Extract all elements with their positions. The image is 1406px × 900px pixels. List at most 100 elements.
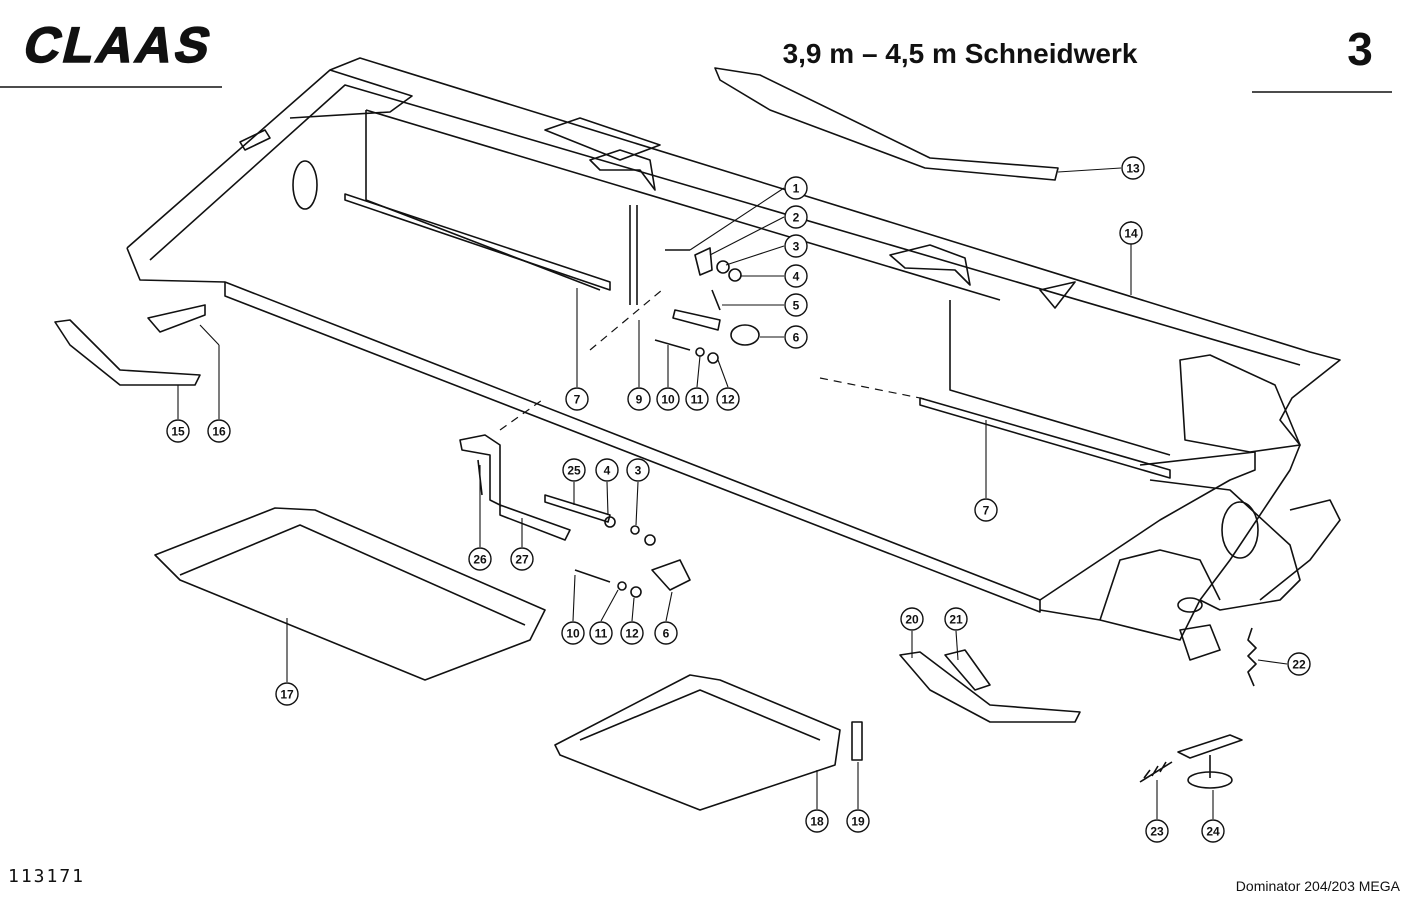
callout-circle — [1119, 221, 1143, 245]
callout-circle — [620, 621, 644, 645]
callout-9: 9 — [627, 387, 651, 411]
callout-7: 7 — [565, 387, 589, 411]
callout-label: 11 — [691, 393, 704, 407]
callout-circle — [627, 387, 651, 411]
callout-label: 1 — [793, 182, 800, 196]
callout-label: 11 — [595, 627, 608, 641]
page-number: 3 — [1347, 23, 1373, 75]
callout-label: 19 — [851, 815, 865, 829]
callout-6: 6 — [654, 621, 678, 645]
callout-label: 2 — [793, 211, 800, 225]
callout-23: 23 — [1145, 819, 1169, 843]
callout-circle — [565, 387, 589, 411]
part-15-skid-left — [54, 319, 201, 386]
header-frame — [126, 57, 1341, 661]
callout-label: 22 — [1292, 658, 1306, 672]
callout-circle — [562, 458, 586, 482]
callout-label: 12 — [721, 393, 735, 407]
callout-5: 5 — [784, 293, 808, 317]
callout-circle — [595, 458, 619, 482]
callout-25: 25 — [562, 458, 586, 482]
callout-6: 6 — [784, 325, 808, 349]
callout-12: 12 — [620, 621, 644, 645]
callout-circle — [166, 419, 190, 443]
part-19-strap — [851, 721, 863, 761]
callout-label: 4 — [604, 464, 611, 478]
callout-21: 21 — [944, 607, 968, 631]
callout-13: 13 — [1121, 156, 1145, 180]
hardware-cluster-lower — [459, 434, 691, 598]
callout-label: 24 — [1206, 825, 1220, 839]
callout-label: 13 — [1126, 162, 1140, 176]
callout-label: 15 — [171, 425, 185, 439]
callout-label: 20 — [905, 613, 919, 627]
callout-20: 20 — [900, 607, 924, 631]
callout-7: 7 — [974, 498, 998, 522]
callout-label: 5 — [793, 299, 800, 313]
callout-circle — [805, 809, 829, 833]
callout-3: 3 — [626, 458, 650, 482]
callout-circle — [656, 387, 680, 411]
callout-12: 12 — [716, 387, 740, 411]
callout-label: 6 — [663, 627, 670, 641]
callout-circle — [685, 387, 709, 411]
callout-circle — [784, 176, 808, 200]
callout-label: 14 — [1124, 227, 1138, 241]
callout-10: 10 — [561, 621, 585, 645]
callout-label: 25 — [567, 464, 581, 478]
logo-lettering: CLAAS — [18, 18, 219, 70]
callout-circle — [784, 264, 808, 288]
callout-circle — [468, 547, 492, 571]
callout-2: 2 — [784, 205, 808, 229]
hardware-cluster-upper — [654, 247, 760, 364]
callout-19: 19 — [846, 809, 870, 833]
leader-lines — [177, 167, 1288, 819]
callout-label: 21 — [949, 613, 963, 627]
part-16-bracket-left — [147, 304, 206, 333]
callout-17: 17 — [275, 682, 299, 706]
callout-14: 14 — [1119, 221, 1143, 245]
callout-label: 17 — [280, 688, 294, 702]
callout-4: 4 — [784, 264, 808, 288]
callout-15: 15 — [166, 419, 190, 443]
callout-circle — [654, 621, 678, 645]
page-title: 3,9 m – 4,5 m Schneidwerk — [782, 38, 1138, 69]
part-23-spring-bolt — [1139, 761, 1173, 783]
callout-circle — [1145, 819, 1169, 843]
callout-circle — [561, 621, 585, 645]
callout-label: 7 — [574, 393, 581, 407]
callout-label: 3 — [635, 464, 642, 478]
part-13-cover-strip — [714, 67, 1059, 181]
callout-label: 10 — [566, 627, 580, 641]
callout-24: 24 — [1201, 819, 1225, 843]
callout-label: 9 — [636, 393, 643, 407]
drawing-number: 113171 — [8, 866, 86, 887]
callout-label: 27 — [515, 553, 529, 567]
callout-10: 10 — [656, 387, 680, 411]
callout-circle — [846, 809, 870, 833]
callout-circle — [207, 419, 231, 443]
callout-label: 18 — [810, 815, 824, 829]
callout-circle — [1201, 819, 1225, 843]
callout-circle — [784, 325, 808, 349]
callout-4: 4 — [595, 458, 619, 482]
part-20-skid-right — [899, 651, 1081, 723]
callout-circle — [1287, 652, 1311, 676]
part-24-support-foot — [1177, 734, 1243, 789]
part-21-bracket-right — [944, 649, 991, 691]
callout-circle — [944, 607, 968, 631]
callout-circle — [784, 293, 808, 317]
callout-circle — [626, 458, 650, 482]
callout-label: 3 — [793, 240, 800, 254]
callout-label: 23 — [1150, 825, 1164, 839]
callout-circle — [510, 547, 534, 571]
callout-label: 16 — [212, 425, 226, 439]
callout-18: 18 — [805, 809, 829, 833]
callout-1: 1 — [784, 176, 808, 200]
callout-label: 4 — [793, 270, 800, 284]
claas-logo: CLAAS — [18, 18, 221, 70]
callout-27: 27 — [510, 547, 534, 571]
